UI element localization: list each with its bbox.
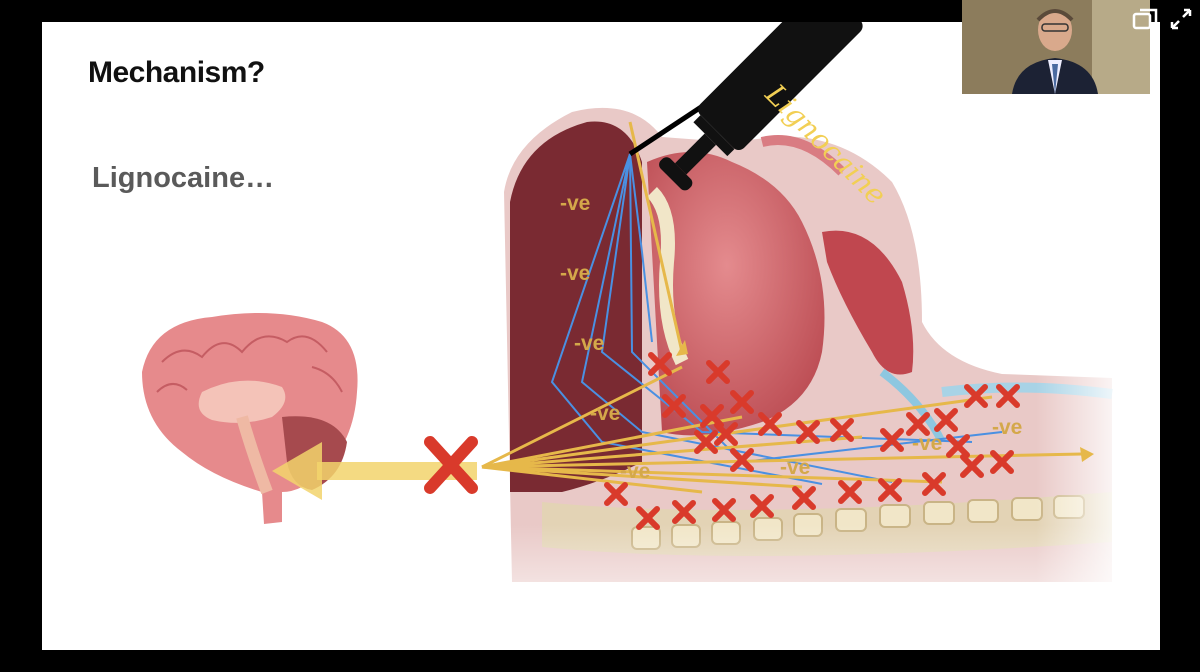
block-cross-icon (730, 390, 754, 414)
block-cross-icon (730, 448, 754, 472)
block-cross-icon (960, 454, 984, 478)
nerve-block-markers (604, 352, 1020, 530)
block-cross-icon (796, 420, 820, 444)
signal-label: -ve (620, 460, 650, 483)
block-cross-icon (996, 384, 1020, 408)
block-cross-icon (934, 408, 958, 432)
block-cross-icon (706, 360, 730, 384)
signal-label: -ve (912, 432, 942, 455)
fullscreen-icon[interactable] (1166, 4, 1196, 34)
block-cross-icon (604, 482, 628, 506)
signal-label: -ve (992, 416, 1022, 439)
presenter-video[interactable] (962, 0, 1150, 94)
block-cross-icon (946, 434, 970, 458)
slide-subtitle: Lignocaine… (92, 162, 275, 194)
block-cross-icon (838, 480, 862, 504)
signal-label: -ve (560, 192, 590, 215)
block-cross-icon (694, 430, 718, 454)
block-cross-icon (750, 494, 774, 518)
block-cross-icon (662, 394, 686, 418)
signal-label: -ve (560, 262, 590, 285)
popout-window-icon[interactable] (1130, 4, 1160, 34)
block-cross-icon (964, 384, 988, 408)
block-cross-icon (880, 428, 904, 452)
block-cross-icon (758, 412, 782, 436)
block-cross-icon (990, 450, 1014, 474)
block-cross-icon (878, 478, 902, 502)
block-cross-icon (712, 498, 736, 522)
slide-title: Mechanism? (88, 56, 265, 89)
signal-label: -ve (590, 402, 620, 425)
block-cross-icon (648, 352, 672, 376)
presentation-slide: -ve -ve -ve -ve -ve -ve -ve -ve (42, 22, 1160, 650)
block-cross-icon (906, 412, 930, 436)
signal-arrowheads (676, 340, 1094, 462)
airway-illustration: -ve -ve -ve -ve -ve -ve -ve -ve (142, 22, 1132, 650)
head-neck-cross-section (492, 22, 1132, 650)
negative-signal-labels: -ve -ve -ve -ve -ve -ve -ve -ve (560, 192, 1022, 483)
block-cross-icon (700, 404, 724, 428)
syringe-barrel (659, 22, 863, 191)
block-cross-icon (922, 472, 946, 496)
block-cross-icon (636, 506, 660, 530)
brain-illustration (142, 313, 358, 524)
signal-label: -ve (780, 456, 810, 479)
presenter-avatar (962, 0, 1150, 94)
cross-icon (424, 436, 478, 494)
block-cross-icon (672, 500, 696, 524)
signal-label: -ve (574, 332, 604, 355)
block-cross-icon (714, 422, 738, 446)
block-cross-icon (792, 486, 816, 510)
block-cross-icon (830, 418, 854, 442)
